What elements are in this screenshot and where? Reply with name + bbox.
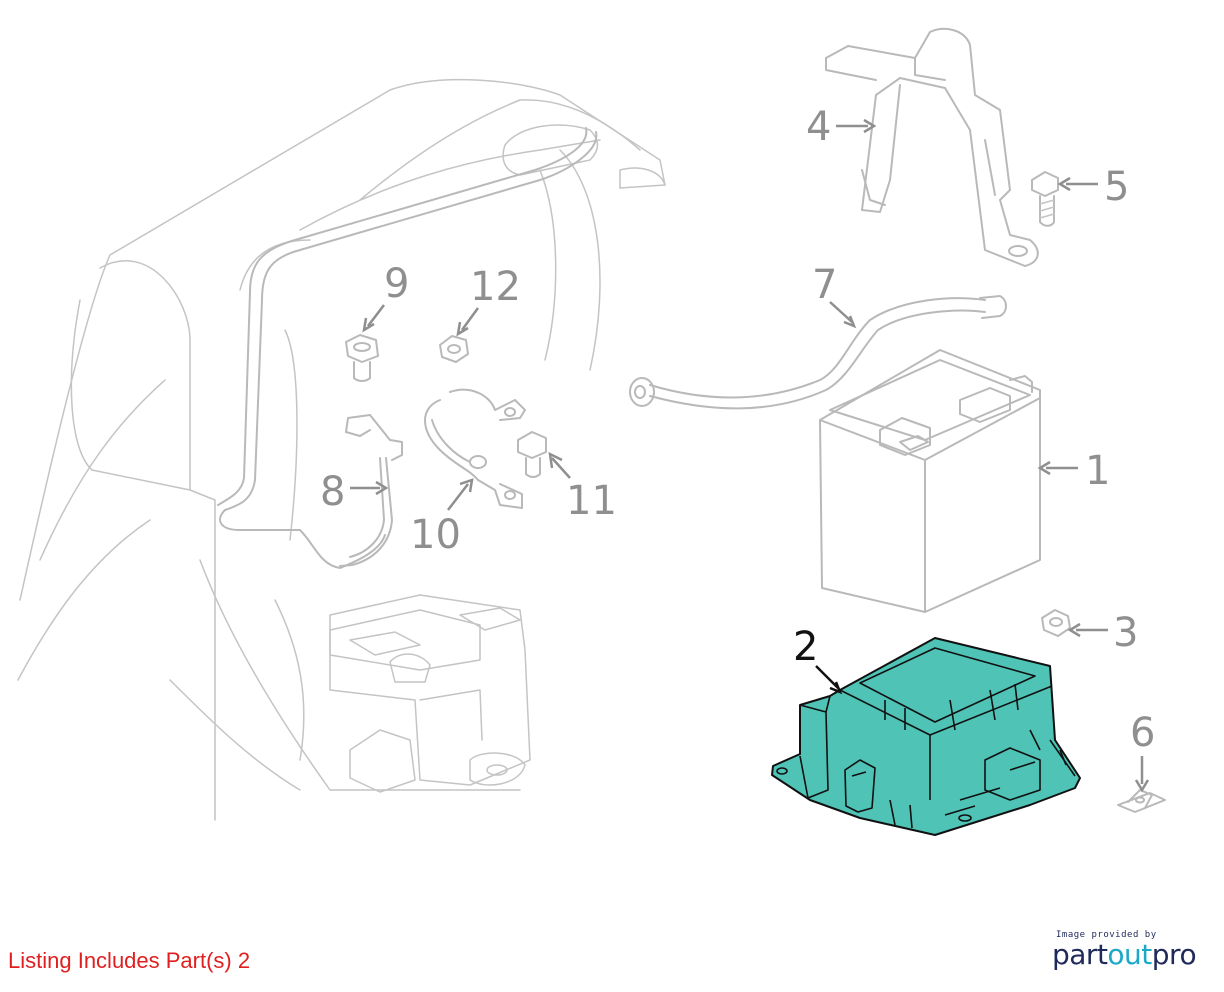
routed-cable-background xyxy=(217,127,598,569)
installed-battery-background xyxy=(329,594,531,793)
callout-12: 12 xyxy=(456,264,521,337)
part-12-nut xyxy=(439,335,469,363)
svg-text:3: 3 xyxy=(1113,610,1138,656)
svg-text:2: 2 xyxy=(793,624,818,670)
svg-text:7: 7 xyxy=(812,262,837,308)
part-5-bolt xyxy=(1031,171,1059,227)
svg-text:4: 4 xyxy=(806,104,831,150)
callout-4: 4 xyxy=(806,104,877,150)
part-11-bolt xyxy=(517,431,547,478)
vehicle-body-outline xyxy=(17,78,666,821)
listing-includes-note: Listing Includes Part(s) 2 xyxy=(8,948,251,973)
part-8-strap xyxy=(339,414,403,567)
part-6-clip xyxy=(1117,789,1166,813)
svg-text:10: 10 xyxy=(410,512,461,558)
svg-text:1: 1 xyxy=(1085,448,1110,494)
part-1-battery xyxy=(819,349,1041,613)
callout-8: 8 xyxy=(320,469,389,515)
svg-text:5: 5 xyxy=(1104,164,1129,210)
part-3-nut xyxy=(1041,609,1071,637)
part-4-bracket xyxy=(825,27,1039,267)
part-2-battery-tray xyxy=(771,637,1081,836)
svg-text:8: 8 xyxy=(320,469,345,515)
callout-2: 2 xyxy=(793,624,843,695)
svg-text:11: 11 xyxy=(566,478,617,524)
logo-caption: Image provided by xyxy=(1056,930,1157,940)
callout-3: 3 xyxy=(1067,610,1138,656)
svg-text:12: 12 xyxy=(470,264,521,310)
callout-1: 1 xyxy=(1037,448,1110,494)
logo-word-out: out xyxy=(1107,938,1152,971)
callout-7: 7 xyxy=(812,262,857,329)
callout-5: 5 xyxy=(1057,164,1129,210)
logo-word-part: part xyxy=(1052,938,1108,971)
svg-text:9: 9 xyxy=(384,261,409,307)
part-10-terminal xyxy=(424,388,526,509)
logo-wordmark: partoutpro xyxy=(1052,940,1212,970)
partoutpro-logo: Image provided by partoutpro xyxy=(1052,930,1212,970)
svg-text:6: 6 xyxy=(1130,710,1155,756)
callout-11: 11 xyxy=(548,451,617,524)
callout-10: 10 xyxy=(410,478,474,558)
logo-word-pro: pro xyxy=(1151,938,1197,971)
part-7-cable xyxy=(629,295,1007,410)
callout-9: 9 xyxy=(362,261,409,333)
part-9-bolt xyxy=(345,334,379,382)
callout-6: 6 xyxy=(1130,710,1155,793)
